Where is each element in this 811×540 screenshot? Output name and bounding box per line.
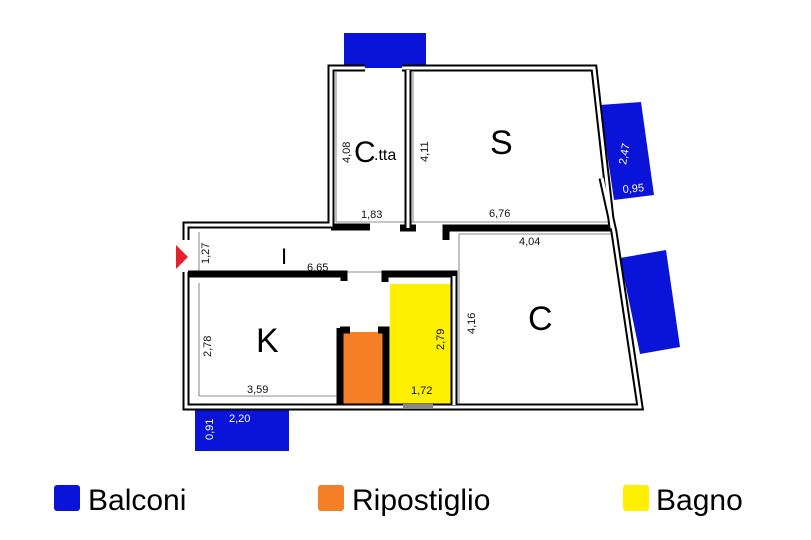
dim-camera-width: 4,04 [519,236,540,248]
dim-cucina-length: 2,78 [202,336,214,357]
room-label-ingresso: I [281,244,287,269]
dim-cucina-width: 3,59 [247,384,268,396]
dim-cameretta-width: 1,83 [361,209,382,221]
legend-swatch-ripostiglio [318,485,344,511]
dim-balcony-bottom-depth: 0,91 [204,419,216,440]
dim-cameretta-length: 4,08 [341,142,353,163]
room-label-cameretta: C [354,136,376,169]
balcony-top [344,33,426,68]
legend: Balconi Ripostiglio Bagno [54,484,743,517]
legend-swatch-bagno [623,485,649,511]
balcony-right-bottom [620,250,680,354]
dim-balcony-bottom-length: 2,20 [229,413,250,425]
window-bagno [403,404,433,409]
dim-ingresso-width: 1,27 [200,243,212,264]
dim-balcony-right-length: 2,47 [617,142,633,165]
bagno-fill [390,284,452,404]
room-label-cameretta-sub: .tta [374,147,396,164]
walls [182,64,645,411]
balcony-bottom [195,409,289,451]
legend-label-bagno: Bagno [656,484,743,517]
dim-ingresso-length: 6,65 [307,262,328,274]
room-label-cucina: K [256,322,279,360]
dim-bagno-width: 1,72 [411,385,432,397]
entrance-arrow-icon [176,245,188,269]
dim-soggiorno-length: 4,11 [419,141,431,162]
dim-balcony-right-depth: 0,95 [622,182,644,196]
legend-label-balconi: Balconi [88,484,186,517]
ripostiglio-fill [342,332,386,404]
legend-swatch-balconi [54,485,80,511]
dim-soggiorno-width: 6,76 [489,208,510,220]
dim-bagno-length: 2,79 [435,329,447,350]
balcony-right-top [600,102,654,200]
dim-camera-length: 4,16 [466,313,478,334]
room-label-camera: C [528,300,553,338]
room-label-soggiorno: S [490,124,513,162]
legend-label-ripostiglio: Ripostiglio [352,484,490,517]
